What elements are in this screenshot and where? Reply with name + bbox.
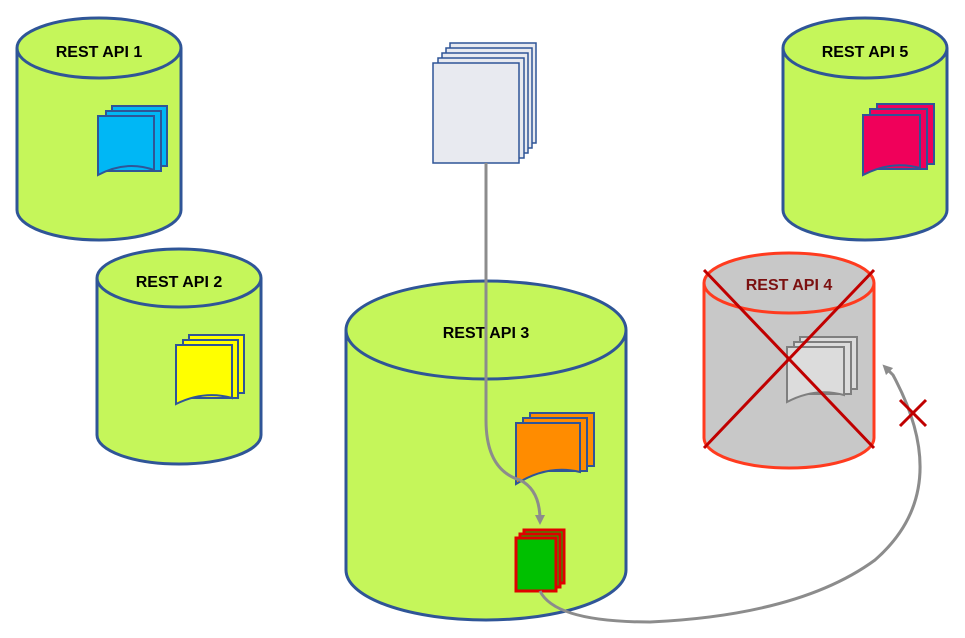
failed-flow-arrow — [538, 364, 922, 624]
rest-api-4-label: REST API 4 — [746, 277, 833, 294]
rest-api-1-label: REST API 1 — [56, 44, 143, 61]
rest-api-5-label: REST API 5 — [822, 44, 909, 61]
document-stack-icon-yellow — [175, 334, 245, 406]
unavailable-cross-icon — [702, 268, 876, 450]
document-stack-icon-grey — [786, 336, 858, 404]
document-stack-icon-blue — [97, 105, 168, 177]
cylinder-rest-api-5: REST API 5 — [781, 16, 949, 242]
document-stack-icon-magenta — [862, 103, 935, 177]
document-stack-icon-green — [514, 528, 566, 593]
cylinder-rest-api-4: REST API 4 — [702, 251, 876, 470]
failure-x-icon — [898, 398, 928, 428]
request-flow-arrow — [484, 163, 545, 525]
cylinder-rest-api-1: REST API 1 — [15, 16, 183, 242]
cylinder-rest-api-2: REST API 2 — [95, 247, 263, 466]
rest-api-2-label: REST API 2 — [136, 274, 223, 291]
document-stack-icon-orange — [515, 412, 595, 486]
document-stack-icon-white — [432, 42, 537, 164]
